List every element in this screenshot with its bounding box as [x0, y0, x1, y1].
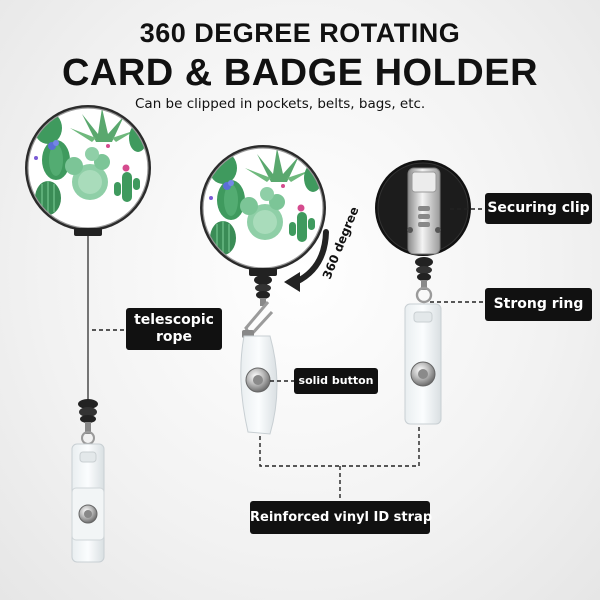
cord-stopper-3	[415, 257, 433, 304]
callout-securing-clip: Securing clip	[485, 193, 592, 224]
vinyl-strap-2	[240, 335, 278, 435]
vinyl-strap-1	[71, 443, 105, 563]
cord-stopper-2	[254, 275, 272, 306]
cord-stopper-1	[78, 399, 98, 445]
callout-vinyl-strap: Reinforced vinyl ID strap	[250, 501, 432, 534]
reel-3-back	[375, 160, 471, 256]
headline-line-2: CARD & BADGE HOLDER	[61, 52, 539, 94]
callout-solid-button: solid button	[294, 368, 378, 394]
vinyl-strap-3	[404, 303, 442, 425]
callout-telescopic-rope: telescopic rope	[126, 308, 222, 350]
headline-line-1: 360 DEGREE ROTATING	[139, 18, 461, 48]
leader-lines	[92, 208, 485, 501]
callout-strong-ring: Strong ring	[485, 288, 592, 321]
reel-1	[25, 105, 151, 236]
subtitle: Can be clipped in pockets, belts, bags, …	[135, 96, 426, 112]
carabiner-hook	[242, 301, 274, 339]
rotation-arrow-icon	[284, 229, 329, 292]
reel-2	[200, 145, 326, 276]
